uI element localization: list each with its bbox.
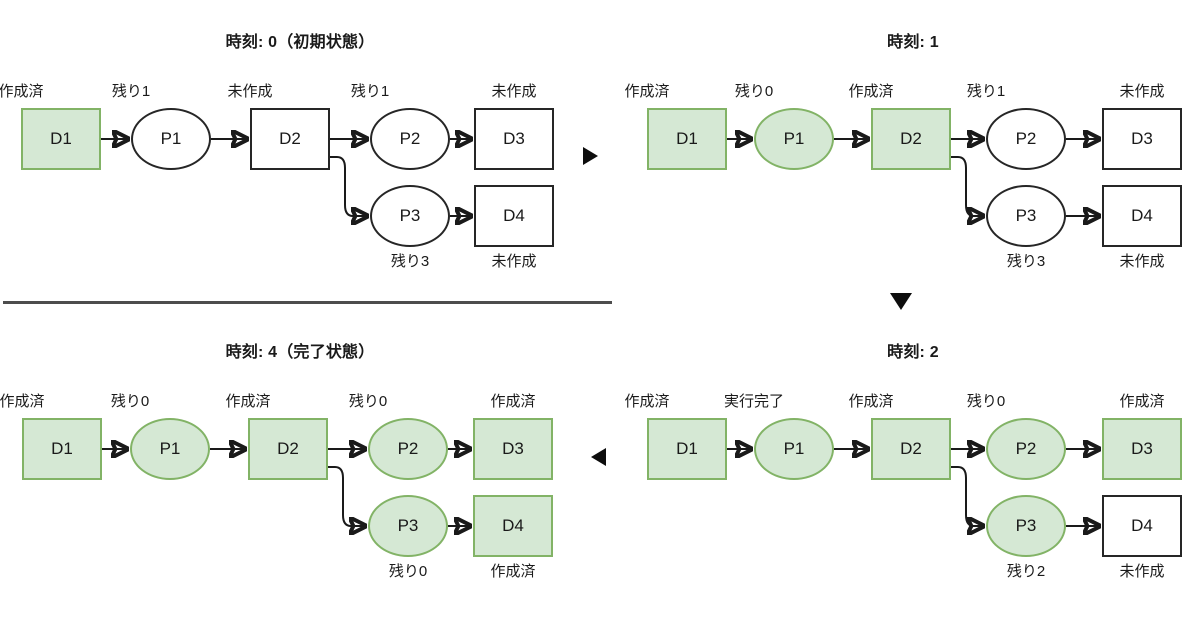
node-d3[interactable]: D3: [474, 108, 554, 170]
panel-time-0: 時刻: 0（初期状態） 作成済 D1 残り1 P1 未作成 D2 残り1 P2 …: [0, 28, 600, 290]
node-d4[interactable]: D4: [1102, 495, 1182, 557]
caption-p3: 残り3: [390, 253, 430, 270]
caption-d3: 作成済: [1119, 393, 1165, 410]
panel-title-time-0: 時刻: 0（初期状態）: [225, 34, 375, 51]
node-d4[interactable]: D4: [474, 185, 554, 247]
panel-time-4: 時刻: 4（完了状態） 作成済 D1 残り0 P1 作成済 D2 残り0 P2 …: [0, 338, 600, 600]
edges-time-0: [101, 28, 600, 290]
caption-d3: 未作成: [491, 83, 537, 100]
node-p1[interactable]: P1: [130, 418, 210, 480]
flow-arrow-t2-to-t4: [591, 448, 606, 466]
edges-time-4: [102, 338, 600, 600]
panel-time-2: 時刻: 2 作成済 D1 実行完了 P1 作成済 D2 残り0 P2 作成済 D…: [624, 338, 1200, 600]
node-p1[interactable]: P1: [131, 108, 211, 170]
caption-d4: 未作成: [1119, 253, 1165, 270]
caption-p1: 残り1: [111, 83, 151, 100]
node-p3[interactable]: P3: [986, 495, 1066, 557]
caption-d2: 未作成: [227, 83, 273, 100]
caption-d2: 作成済: [848, 393, 894, 410]
node-p3[interactable]: P3: [370, 185, 450, 247]
caption-p3: 残り3: [1006, 253, 1046, 270]
node-d1[interactable]: D1: [21, 108, 101, 170]
caption-p2: 残り1: [966, 83, 1006, 100]
caption-p2: 残り1: [350, 83, 390, 100]
node-p2[interactable]: P2: [370, 108, 450, 170]
node-p2[interactable]: P2: [986, 108, 1066, 170]
node-d1[interactable]: D1: [22, 418, 102, 480]
caption-p1: 残り0: [110, 393, 150, 410]
edges-time-2: [727, 338, 1200, 600]
caption-d4: 作成済: [490, 563, 536, 580]
flow-arrow-t1-to-t2: [890, 293, 912, 310]
caption-d1: 作成済: [0, 393, 45, 410]
node-p2[interactable]: P2: [368, 418, 448, 480]
caption-d3: 未作成: [1119, 83, 1165, 100]
node-d1[interactable]: D1: [647, 418, 727, 480]
edges-time-1: [727, 28, 1200, 290]
node-d4[interactable]: D4: [1102, 185, 1182, 247]
caption-p3: 残り0: [388, 563, 428, 580]
section-divider: [3, 301, 612, 304]
caption-d1: 作成済: [0, 83, 44, 100]
caption-d2: 作成済: [848, 83, 894, 100]
caption-d1: 作成済: [624, 393, 670, 410]
node-p3[interactable]: P3: [368, 495, 448, 557]
node-d3[interactable]: D3: [473, 418, 553, 480]
node-d2[interactable]: D2: [248, 418, 328, 480]
node-d3[interactable]: D3: [1102, 418, 1182, 480]
node-d4[interactable]: D4: [473, 495, 553, 557]
node-d3[interactable]: D3: [1102, 108, 1182, 170]
panel-title-time-4: 時刻: 4（完了状態）: [225, 344, 375, 361]
caption-d4: 未作成: [491, 253, 537, 270]
panel-time-1: 時刻: 1 作成済 D1 残り0 P1 作成済 D2 残り1 P2 未作成 D3…: [624, 28, 1200, 290]
node-d1[interactable]: D1: [647, 108, 727, 170]
node-p3[interactable]: P3: [986, 185, 1066, 247]
node-p2[interactable]: P2: [986, 418, 1066, 480]
panel-title-time-1: 時刻: 1: [887, 34, 939, 51]
caption-p2: 残り0: [966, 393, 1006, 410]
node-d2[interactable]: D2: [871, 418, 951, 480]
node-d2[interactable]: D2: [871, 108, 951, 170]
caption-d4: 未作成: [1119, 563, 1165, 580]
caption-d3: 作成済: [490, 393, 536, 410]
node-p1[interactable]: P1: [754, 418, 834, 480]
panel-title-time-2: 時刻: 2: [887, 344, 939, 361]
caption-p2: 残り0: [348, 393, 388, 410]
flow-arrow-t0-to-t1: [583, 147, 598, 165]
node-p1[interactable]: P1: [754, 108, 834, 170]
caption-p1: 残り0: [734, 83, 774, 100]
caption-d2: 作成済: [225, 393, 271, 410]
caption-d1: 作成済: [624, 83, 670, 100]
node-d2[interactable]: D2: [250, 108, 330, 170]
caption-p1: 実行完了: [723, 393, 784, 410]
caption-p3: 残り2: [1006, 563, 1046, 580]
